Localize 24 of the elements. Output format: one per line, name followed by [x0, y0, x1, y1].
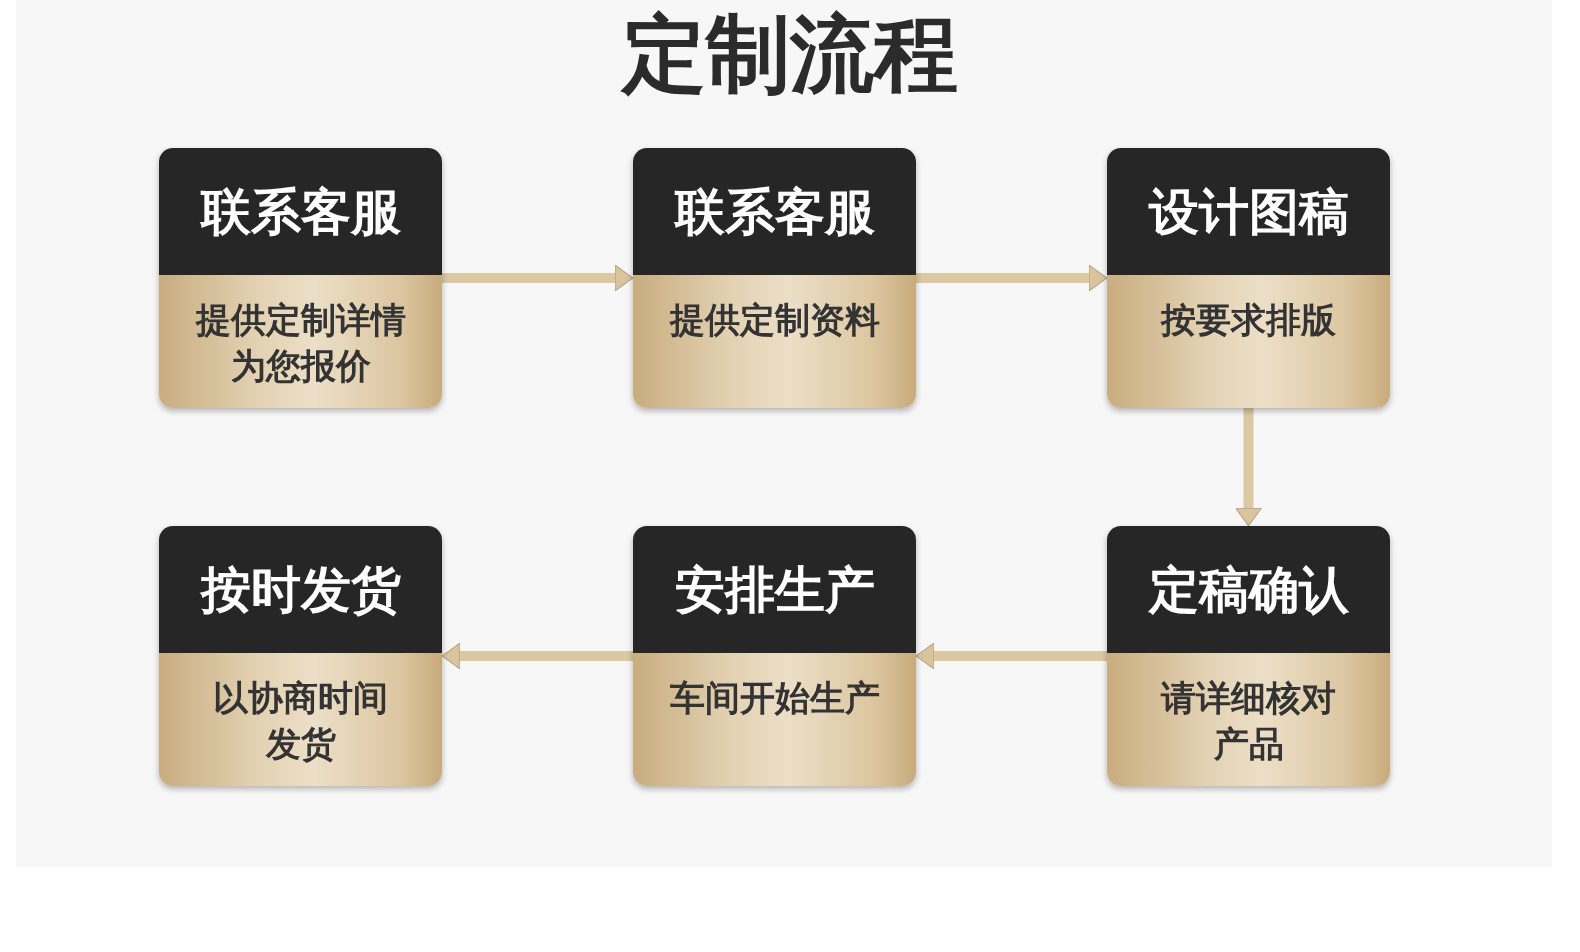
diagram-title: 定制流程 — [619, 6, 959, 103]
arrow — [442, 264, 634, 292]
step-title: 设计图稿 — [1148, 182, 1349, 242]
step-description: 提供定制详情为您报价 — [194, 299, 407, 387]
step-title: 定稿确认 — [1148, 560, 1349, 620]
step-title: 联系客服 — [674, 182, 875, 242]
step-title: 安排生产 — [674, 560, 875, 620]
process-card — [159, 148, 442, 408]
step-description: 按要求排版 — [1159, 299, 1337, 341]
step-title: 联系客服 — [200, 182, 401, 242]
step-description: 请详细核对产品 — [1159, 677, 1337, 765]
arrow — [915, 642, 1107, 670]
step-description: 以协商时间发货 — [212, 677, 389, 765]
process-card — [159, 526, 442, 786]
arrow — [916, 264, 1108, 292]
process-card — [633, 526, 916, 786]
process-card — [1107, 148, 1390, 408]
step-description: 提供定制资料 — [668, 299, 881, 341]
step-description: 车间开始生产 — [668, 677, 881, 719]
process-card — [633, 148, 916, 408]
process-card — [1107, 526, 1390, 786]
arrow — [1235, 408, 1262, 527]
step-title: 按时发货 — [200, 560, 401, 620]
arrow — [441, 642, 633, 670]
